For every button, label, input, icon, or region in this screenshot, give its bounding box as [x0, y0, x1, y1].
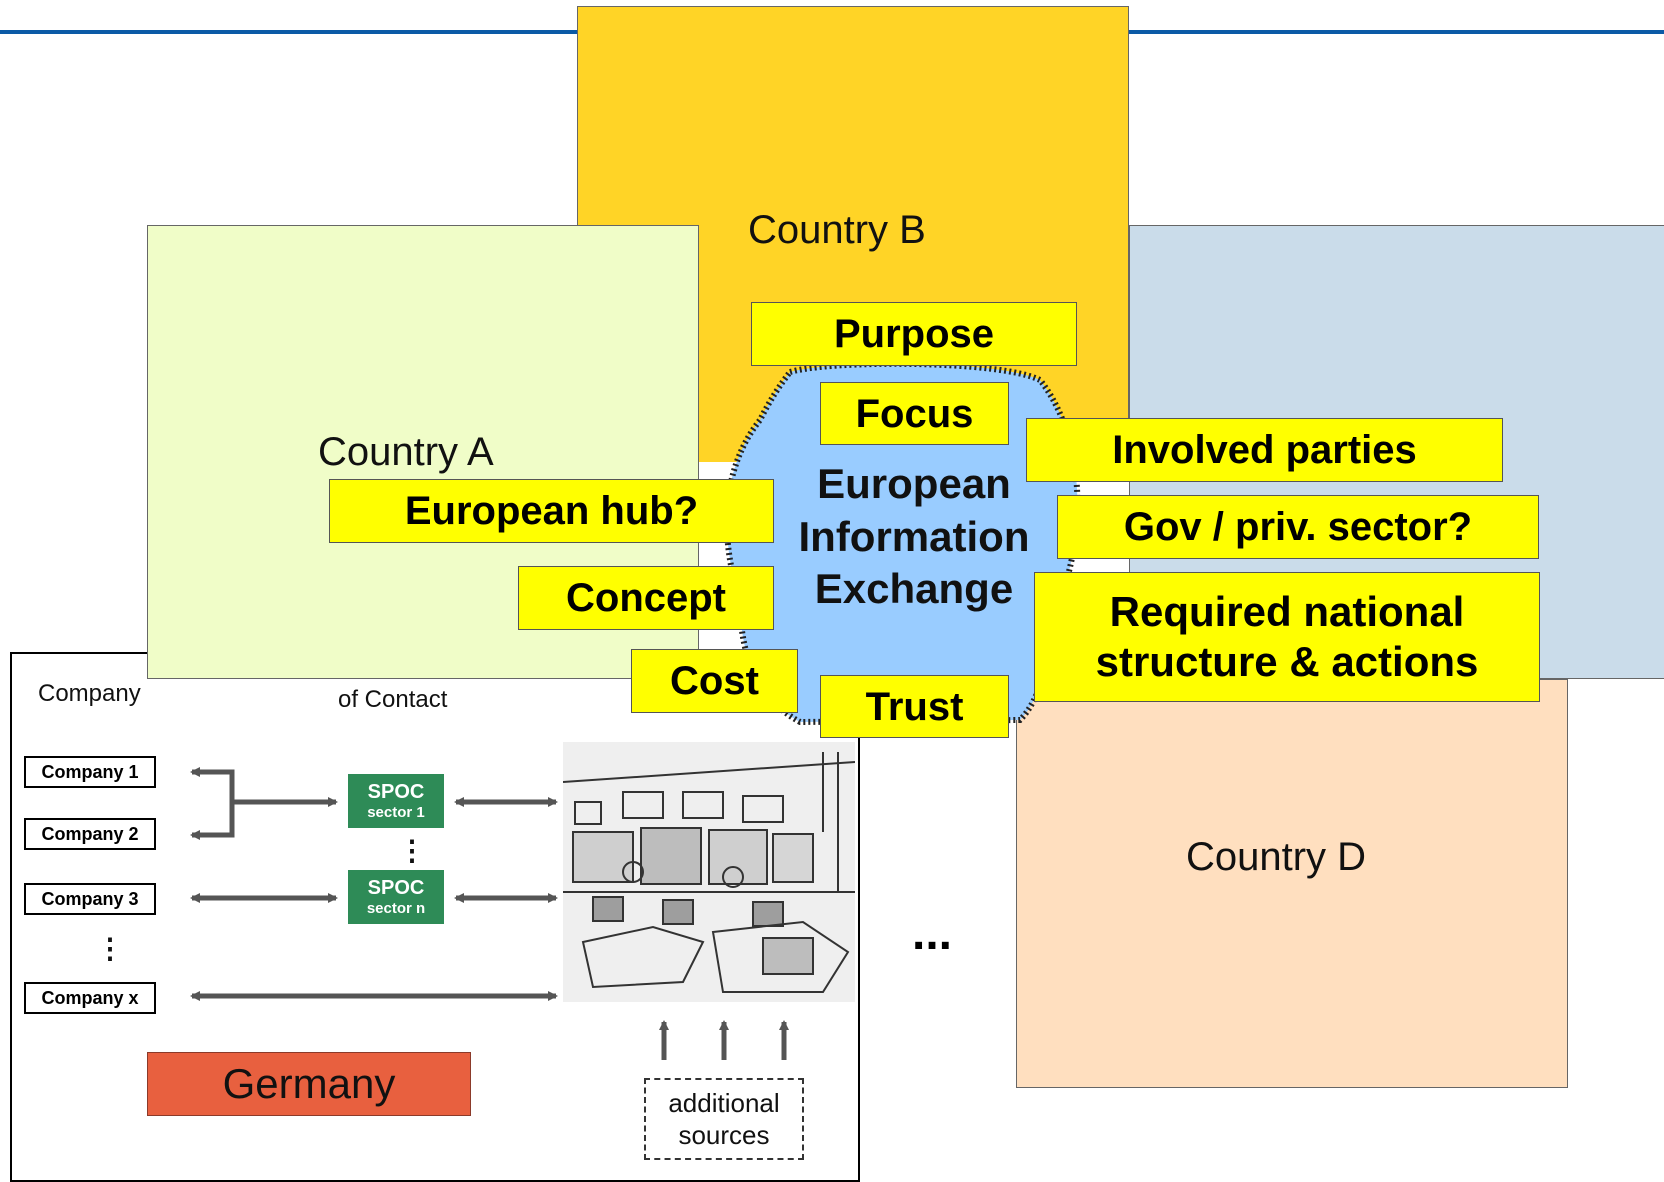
topic-involved-parties: Involved parties [1026, 418, 1503, 482]
topic-cost: Cost [631, 649, 798, 713]
topic-required-line1: Required national [1109, 587, 1465, 635]
additional-sources-box: additional sources [644, 1078, 804, 1160]
country-a-label: Country A [318, 430, 494, 474]
additional-sources-line2: sources [678, 1120, 770, 1150]
spoc-vdots: ⋮ [398, 835, 426, 866]
column-header-spoc: of Contact [338, 686, 448, 713]
topic-focus: Focus [820, 382, 1009, 445]
hub-title-line3: Exchange [814, 565, 1014, 612]
spoc-1-name: SPOC [367, 780, 425, 803]
company-1: Company 1 [24, 756, 156, 788]
hub-title: European Information Exchange [776, 458, 1052, 616]
spoc-1-sector: sector 1 [367, 803, 425, 821]
control-room-image [563, 742, 855, 1002]
topic-concept: Concept [518, 566, 774, 630]
topic-trust: Trust [820, 675, 1009, 738]
hub-title-line1: European [817, 460, 1011, 507]
more-countries-ellipsis: ... [912, 907, 953, 960]
spoc-n-name: SPOC [367, 876, 425, 899]
company-3: Company 3 [24, 883, 156, 915]
spoc-sector-n: SPOC sector n [348, 870, 444, 924]
company-2: Company 2 [24, 818, 156, 850]
topic-purpose: Purpose [751, 302, 1077, 366]
additional-sources-line1: additional [668, 1087, 780, 1118]
hub-title-line2: Information [798, 512, 1030, 560]
germany-label: Germany [147, 1052, 471, 1116]
country-d-box [1016, 679, 1568, 1088]
spoc-n-sector: sector n [366, 899, 426, 917]
column-header-company: Company [38, 680, 141, 707]
spoc-sector-1: SPOC sector 1 [348, 774, 444, 828]
country-d-label: Country D [1186, 835, 1367, 879]
topic-european-hub: European hub? [329, 479, 774, 543]
company-x: Company x [24, 982, 156, 1014]
country-b-label: Country B [748, 208, 926, 252]
topic-required-national: Required national structure & actions [1034, 572, 1540, 702]
company-vdots: ⋮ [96, 933, 124, 964]
topic-gov-priv-sector: Gov / priv. sector? [1057, 495, 1539, 559]
topic-required-line2: structure & actions [1095, 638, 1479, 685]
